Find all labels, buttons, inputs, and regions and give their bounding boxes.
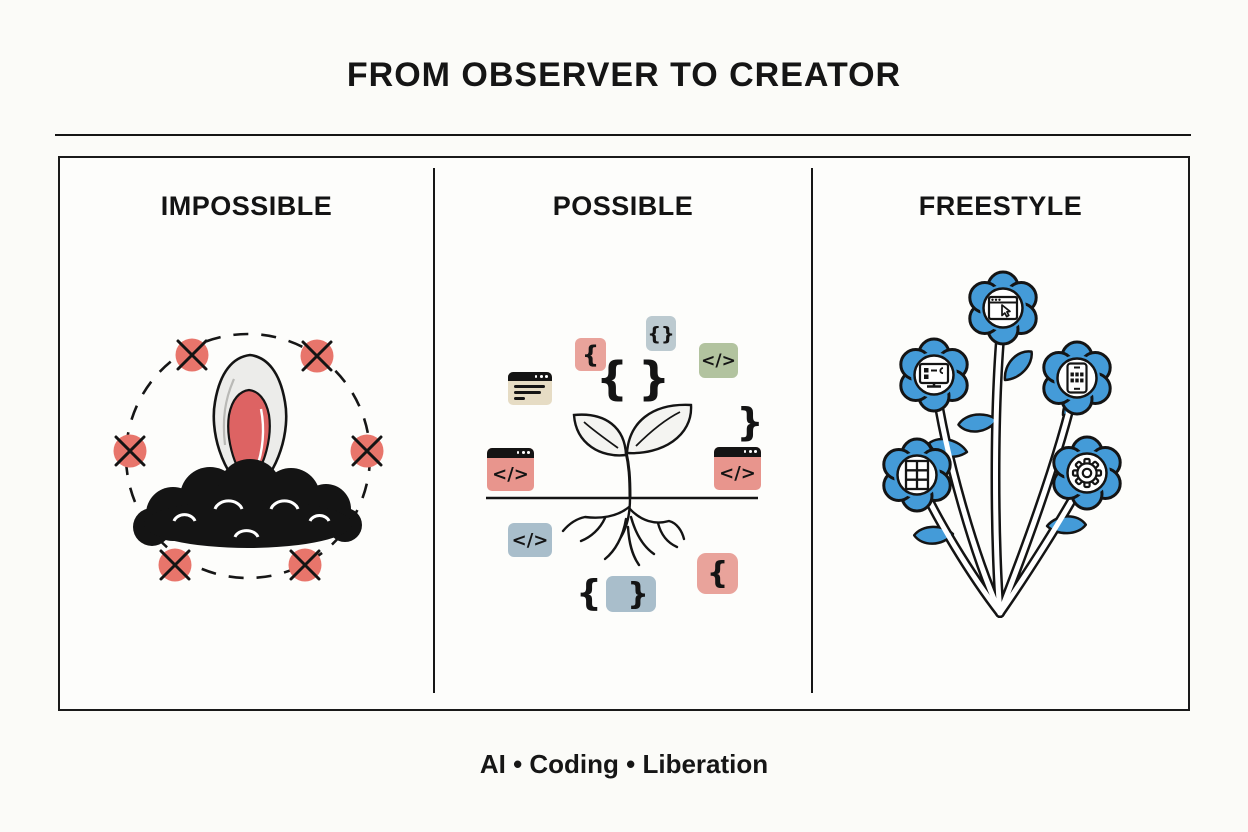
window-dots-icon — [743, 450, 757, 453]
flower-gear — [1052, 435, 1122, 511]
roots — [561, 496, 686, 567]
blocked-x-icons — [113, 338, 384, 582]
brace-chip-pink-bottom: { — [697, 553, 738, 594]
panel-divider-2 — [811, 168, 813, 693]
window-dots-icon — [516, 451, 530, 454]
brace-bottom-left: { — [576, 572, 602, 614]
panel-label-freestyle: FREESTYLE — [918, 191, 1083, 221]
doc-window-icon — [508, 372, 552, 405]
leaf-icon — [1003, 350, 1033, 382]
code-window-icon-right: </> — [714, 447, 761, 490]
code-window-text: </> — [492, 464, 529, 485]
sprout-icon — [561, 403, 693, 567]
blocked-x-icon — [113, 434, 147, 468]
panel-divider-1 — [433, 168, 435, 693]
stems-core — [914, 305, 1090, 616]
code-chip-green: </> — [699, 343, 738, 378]
brace-chip-gray-bottom: } — [606, 576, 656, 612]
flower-browser — [968, 270, 1038, 346]
blocked-x-icon — [350, 434, 384, 468]
window-titlebar — [714, 447, 761, 457]
code-window-icon-left: </> — [487, 448, 534, 491]
soil-cloud-icon — [133, 459, 362, 548]
panel-label-possible: POSSIBLE — [552, 191, 694, 221]
table-grid-icon — [904, 459, 930, 491]
window-titlebar — [487, 448, 534, 458]
brace-chip-gray-top: {} — [646, 316, 676, 351]
blocked-x-icon — [288, 548, 322, 582]
code-window-text: </> — [719, 463, 756, 484]
braces-center: {} — [595, 351, 681, 405]
blocked-x-icon — [300, 339, 334, 373]
window-dots-icon — [534, 375, 548, 378]
browser-cursor-icon — [987, 295, 1019, 321]
blocked-x-icon — [175, 338, 209, 372]
code-chip-gray-bottom: </> — [508, 523, 552, 557]
gear-icon — [1071, 457, 1103, 489]
brace-chip-pink-top: { — [575, 338, 606, 371]
window-titlebar — [508, 372, 552, 381]
desktop-code-icon — [918, 362, 950, 388]
blocked-x-icon — [158, 548, 192, 582]
brace-right: } — [736, 400, 764, 444]
page-title: FROM OBSERVER TO CREATOR — [346, 56, 902, 94]
leaf-icon — [957, 413, 999, 433]
impossible-illustration — [113, 332, 384, 582]
footer-tagline: AI • Coding • Liberation — [479, 749, 769, 779]
freestyle-illustration — [882, 270, 1122, 618]
panel-label-impossible: IMPOSSIBLE — [160, 191, 333, 221]
title-rule — [55, 134, 1191, 136]
mobile-app-icon — [1066, 362, 1088, 394]
flower-table — [882, 437, 952, 513]
possible-illustration — [486, 403, 758, 567]
flower-mobile — [1042, 340, 1112, 416]
flower-desktop — [899, 337, 969, 413]
